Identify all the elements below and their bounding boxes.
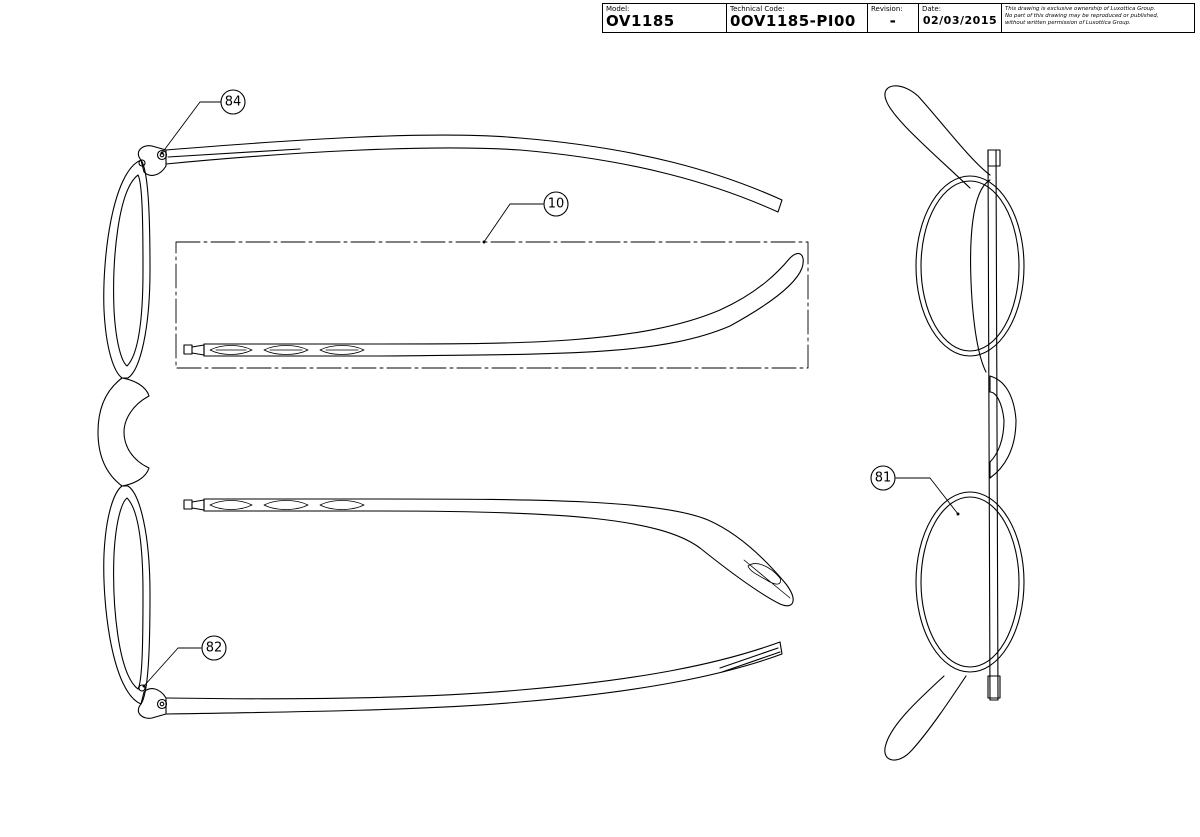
callout-circle-81	[870, 465, 896, 491]
callout-81: 81	[875, 471, 892, 486]
temple-pattern-inside	[209, 345, 365, 355]
detail-frame	[175, 241, 809, 369]
lower-temple	[165, 641, 783, 715]
lower-temple-tip-detail	[719, 647, 781, 673]
callout-leaders	[142, 101, 960, 688]
ownership-cell: This drawing is exclusive ownership of L…	[1002, 4, 1194, 32]
date-value: 02/03/2015	[922, 14, 998, 27]
leader-81	[895, 477, 960, 516]
revision-label: Revision:	[871, 5, 903, 13]
temple-outside-view	[183, 498, 794, 607]
upper-temple-groove	[167, 148, 301, 158]
revision-cell: Revision: -	[868, 4, 919, 32]
side-lower-temple	[884, 675, 967, 761]
side-upper-lens-inner	[920, 180, 1020, 352]
leader-10	[482, 203, 544, 244]
upper-hinge-screw	[156, 149, 168, 161]
temple-detail-inside	[175, 241, 809, 369]
lower-hinge-screw-core	[159, 701, 165, 707]
leader-82	[142, 647, 202, 688]
lower-hinge-block	[137, 688, 167, 719]
callout-circle-82	[201, 635, 227, 661]
side-center-bar	[987, 149, 999, 701]
technical-code-cell: Technical Code: 0OV1185-PI00	[727, 4, 868, 32]
side-bridge	[989, 375, 1017, 479]
upper-rim-screw	[138, 159, 146, 167]
temple-body-inside	[203, 253, 804, 357]
lower-hinge-screw	[156, 698, 168, 710]
ownership-line-1: This drawing is exclusive ownership of L…	[1005, 6, 1156, 12]
side-upper-temple-inner	[970, 179, 991, 373]
model-value: OV1185	[606, 12, 675, 30]
revision-value: -	[889, 12, 897, 30]
side-upper-temple	[884, 85, 991, 189]
temple-knuckle-neck-lower	[191, 499, 205, 511]
temple-knuckle-lower	[183, 499, 193, 510]
callout-circle-10	[543, 191, 569, 217]
bridge	[97, 377, 150, 487]
lower-lens-inner	[113, 497, 144, 690]
ownership-line-3: without written permission of Luxottica …	[1005, 20, 1131, 27]
ownership-notice: This drawing is exclusive ownership of L…	[1005, 6, 1191, 28]
date-label: Date:	[922, 5, 942, 13]
model-cell: Model: OV1185	[603, 4, 727, 32]
callout-10: 10	[548, 197, 565, 212]
side-lower-lens-inner	[920, 496, 1020, 668]
side-upper-lens-outer	[915, 175, 1025, 357]
upper-hinge-screw-core	[159, 152, 165, 158]
model-label: Model:	[606, 5, 630, 13]
upper-temple	[165, 134, 783, 213]
ownership-line-2: No part of this drawing may be reproduce…	[1005, 13, 1159, 20]
temple-knuckle	[183, 344, 193, 355]
technical-code-label: Technical Code:	[730, 5, 785, 13]
side-top-hinge	[987, 149, 1001, 167]
leader-84	[160, 101, 222, 155]
title-block: Model: OV1185 Technical Code: 0OV1185-PI…	[602, 3, 1195, 33]
temple-body-outside	[203, 498, 794, 607]
temple-knuckle-neck	[191, 344, 205, 356]
technical-code-value: 0OV1185-PI00	[730, 12, 856, 30]
callout-84: 84	[225, 95, 242, 110]
upper-lens-inner	[113, 174, 144, 367]
temple-tip-logo	[743, 559, 791, 599]
lower-rim-screw	[138, 684, 146, 692]
front-view-folded	[97, 134, 783, 719]
date-cell: Date: 02/03/2015	[919, 4, 1002, 32]
callout-82: 82	[206, 641, 223, 656]
side-bottom-hinge	[987, 675, 1001, 699]
side-lower-lens-outer	[915, 491, 1025, 673]
callout-circle-84	[220, 89, 246, 115]
temple-pattern-outside	[209, 500, 365, 510]
side-view	[884, 85, 1025, 761]
